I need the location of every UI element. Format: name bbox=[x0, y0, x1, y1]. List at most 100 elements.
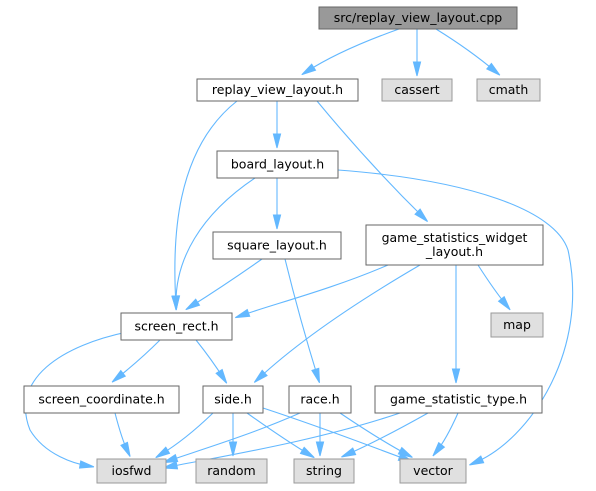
node-box bbox=[96, 458, 167, 484]
arrowhead bbox=[111, 369, 127, 383]
edge-square-h-to-race-h bbox=[284, 258, 320, 384]
arrowhead bbox=[315, 441, 325, 457]
edge-replay-cpp-to-replay-h bbox=[301, 28, 400, 76]
arrowhead bbox=[162, 461, 179, 470]
arrowhead bbox=[469, 455, 485, 466]
node-label: side.h bbox=[214, 392, 252, 407]
node-label: race.h bbox=[300, 392, 339, 407]
arrowhead bbox=[120, 441, 131, 457]
node-race-h[interactable]: race.h bbox=[288, 385, 352, 414]
edge-line bbox=[337, 169, 574, 464]
edge-gsw-h-to-gst-h bbox=[451, 265, 461, 384]
node-gsw-h[interactable]: game_statistics_widget_layout.h bbox=[365, 224, 544, 266]
edge-board-h-to-screen-rect-h bbox=[171, 177, 256, 311]
node-box bbox=[202, 385, 264, 414]
arrowhead bbox=[272, 133, 282, 149]
edge-line bbox=[174, 100, 238, 306]
edge-race-h-to-string bbox=[315, 413, 325, 457]
edge-replay-h-to-board-h bbox=[272, 101, 282, 149]
node-iosfwd: iosfwd bbox=[96, 458, 167, 484]
edge-line bbox=[175, 177, 256, 306]
edge-board-h-to-square-h bbox=[272, 178, 282, 230]
node-screen-rect-h[interactable]: screen_rect.h bbox=[120, 312, 233, 341]
edges-layer bbox=[25, 28, 574, 470]
edge-screen-rect-h-to-screen-coord-h bbox=[111, 339, 161, 383]
node-box bbox=[120, 312, 233, 341]
node-replay-cpp: src/replay_view_layout.cpp bbox=[318, 6, 518, 30]
node-vector: vector bbox=[399, 458, 467, 484]
node-box bbox=[196, 78, 359, 102]
arrowhead bbox=[412, 61, 422, 77]
node-label: string bbox=[306, 463, 342, 478]
arrowhead bbox=[311, 367, 320, 384]
edge-line bbox=[316, 100, 425, 219]
nodes-layer: src/replay_view_layout.cpp replay_view_la… bbox=[23, 6, 544, 484]
node-box bbox=[195, 458, 268, 484]
node-box bbox=[490, 312, 544, 338]
arrowhead bbox=[185, 298, 201, 311]
edge-replay-cpp-to-cassert bbox=[412, 29, 422, 77]
edge-screen-rect-h-to-iosfwd bbox=[25, 330, 133, 469]
node-label: cmath bbox=[489, 82, 529, 97]
node-map: map bbox=[490, 312, 544, 338]
edge-replay-cpp-to-cmath bbox=[435, 28, 501, 76]
node-label: game_statistic_type.h bbox=[390, 392, 527, 407]
node-cassert: cassert bbox=[381, 78, 453, 102]
node-label: square_layout.h bbox=[227, 238, 327, 253]
edge-side-h-to-random bbox=[228, 413, 238, 457]
edge-replay-h-to-gsw-h bbox=[316, 100, 428, 222]
edge-side-h-to-string bbox=[246, 412, 315, 459]
node-label: map bbox=[503, 317, 531, 332]
arrowhead bbox=[235, 308, 251, 319]
node-label: _layout.h bbox=[425, 244, 483, 259]
node-box bbox=[212, 231, 342, 260]
arrowhead bbox=[171, 295, 181, 311]
edge-gst-h-to-iosfwd bbox=[162, 412, 401, 470]
node-box bbox=[365, 224, 544, 266]
node-gst-h[interactable]: game_statistic_type.h bbox=[374, 385, 543, 414]
edge-screen-rect-h-to-side-h bbox=[195, 339, 228, 384]
edge-gsw-h-to-screen-rect-h bbox=[235, 264, 389, 319]
arrowhead bbox=[397, 446, 413, 458]
node-box bbox=[381, 78, 453, 102]
node-board-h[interactable]: board_layout.h bbox=[216, 150, 339, 179]
arrowhead bbox=[228, 441, 238, 457]
arrowhead bbox=[414, 208, 428, 222]
arrowhead bbox=[162, 453, 179, 464]
node-label: cassert bbox=[394, 82, 439, 97]
arrowhead bbox=[155, 446, 171, 459]
edge-line bbox=[167, 412, 301, 462]
node-square-h[interactable]: square_layout.h bbox=[212, 231, 342, 260]
node-label: random bbox=[207, 463, 255, 478]
node-label: board_layout.h bbox=[231, 157, 324, 172]
edge-screen-coord-h-to-iosfwd bbox=[114, 412, 131, 457]
edge-gsw-h-to-side-h bbox=[253, 264, 421, 383]
edge-line bbox=[25, 330, 133, 467]
node-label: src/replay_view_layout.cpp bbox=[334, 10, 503, 25]
arrowhead bbox=[299, 446, 315, 459]
node-box bbox=[399, 458, 467, 484]
arrowhead bbox=[485, 62, 501, 76]
node-cmath: cmath bbox=[476, 78, 541, 102]
edge-line bbox=[239, 264, 389, 317]
edge-line bbox=[339, 412, 409, 456]
edge-line bbox=[435, 28, 497, 73]
node-label: vector bbox=[413, 463, 454, 478]
node-box bbox=[293, 458, 355, 484]
edge-gst-h-to-string bbox=[341, 412, 429, 458]
node-box bbox=[288, 385, 352, 414]
arrowhead bbox=[497, 295, 511, 311]
node-screen-coord-h[interactable]: screen_coordinate.h bbox=[23, 385, 180, 414]
edge-gsw-h-to-map bbox=[477, 264, 511, 311]
node-label: screen_coordinate.h bbox=[38, 392, 164, 407]
edge-race-h-to-vector bbox=[339, 412, 413, 458]
edge-gst-h-to-vector bbox=[432, 412, 459, 457]
edge-line bbox=[167, 412, 401, 468]
edge-square-h-to-screen-rect-h bbox=[185, 258, 263, 311]
edge-side-h-to-iosfwd bbox=[155, 412, 214, 459]
node-side-h[interactable]: side.h bbox=[202, 385, 264, 414]
edge-line bbox=[257, 264, 421, 380]
node-replay-h[interactable]: replay_view_layout.h bbox=[196, 78, 359, 102]
arrowhead bbox=[301, 63, 317, 76]
